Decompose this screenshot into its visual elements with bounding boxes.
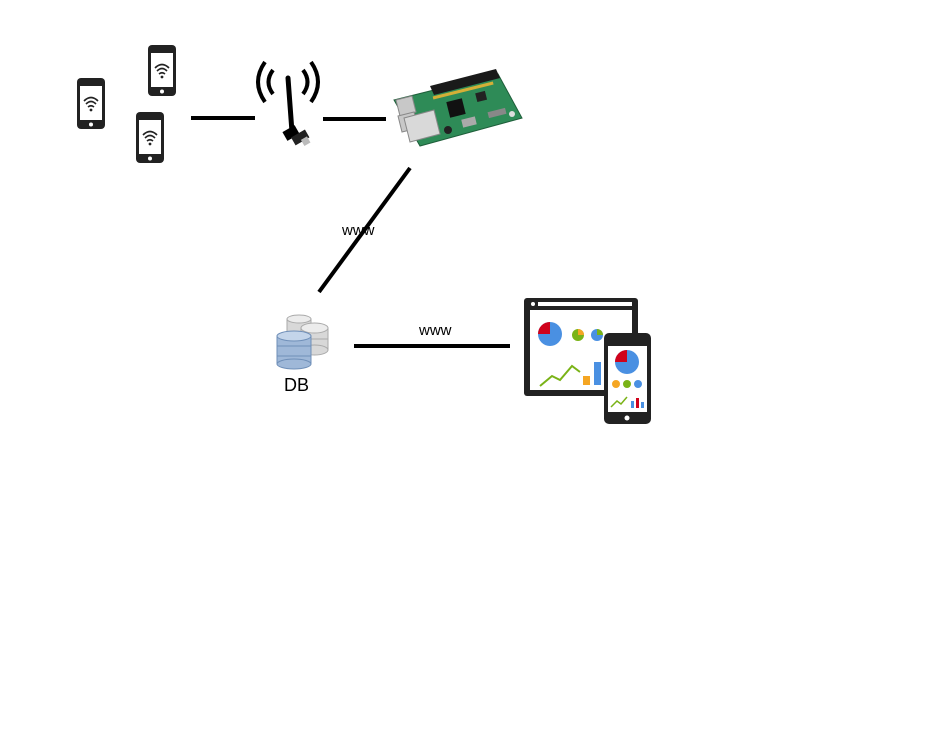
- database-label: DB: [284, 375, 310, 395]
- edge-label-www: www: [419, 322, 452, 339]
- smartphone-wifi-icon: [136, 112, 164, 163]
- edge-board-database: [317, 166, 412, 294]
- edge-label-www: www: [342, 222, 375, 239]
- smartphone-wifi-icon: [77, 78, 105, 129]
- smartphone-wifi-icon: [148, 45, 176, 96]
- dashboard-devices-icon: [524, 298, 651, 424]
- wifi-antenna-icon: [256, 60, 320, 146]
- database-icon: [276, 314, 329, 370]
- raspberry-pi-board-icon: [393, 69, 523, 147]
